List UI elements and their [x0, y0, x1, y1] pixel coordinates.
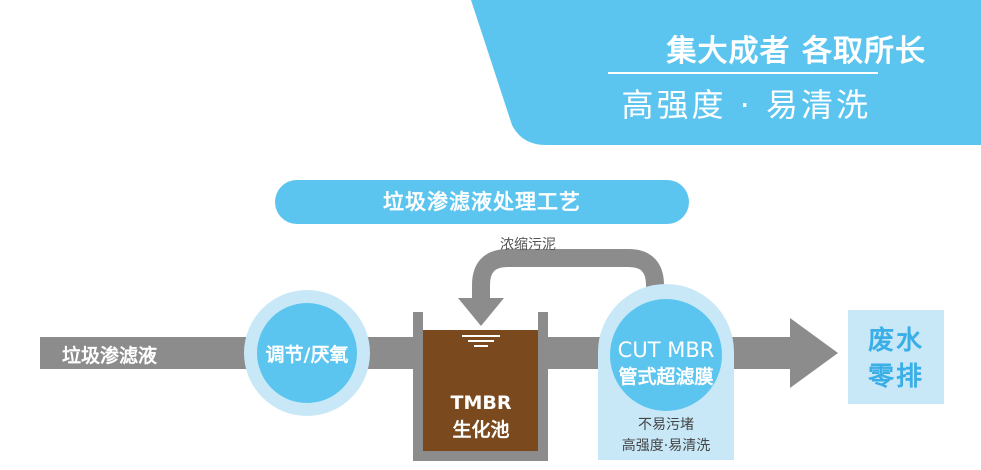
water-level-icon: [462, 335, 500, 347]
membrane-circle: [610, 299, 722, 411]
output-box: [848, 310, 944, 404]
banner-title: 集大成者 各取所长: [666, 34, 926, 69]
recycle-arrowhead: [458, 298, 504, 326]
banner-divider: [608, 72, 878, 74]
input-label: 垃圾渗滤液: [62, 345, 158, 367]
output-label-line1: 废水: [867, 326, 924, 356]
flow-arrowhead: [790, 318, 838, 388]
step1-label: 调节/厌氧: [265, 344, 349, 366]
recycle-pipe: [472, 249, 664, 305]
banner-subtitle: 高强度 · 易清洗: [621, 86, 871, 124]
membrane-label-line1: CUT MBR: [617, 338, 715, 362]
step1-circle: [257, 303, 357, 403]
tank-walls: [413, 312, 548, 461]
membrane-feature-1: 不易污堵: [638, 417, 694, 433]
tank-label-line2: 生化池: [452, 419, 510, 441]
recycle-label: 浓缩污泥: [500, 237, 556, 253]
output-label-line2: 零排: [867, 362, 924, 392]
membrane-feature-2: 高强度·易清洗: [621, 438, 711, 454]
membrane-label-line2: 管式超滤膜: [618, 366, 714, 388]
tank-body: [418, 330, 543, 454]
process-title: 垃圾渗滤液处理工艺: [275, 180, 689, 224]
tank-label-line1: TMBR: [450, 392, 512, 414]
